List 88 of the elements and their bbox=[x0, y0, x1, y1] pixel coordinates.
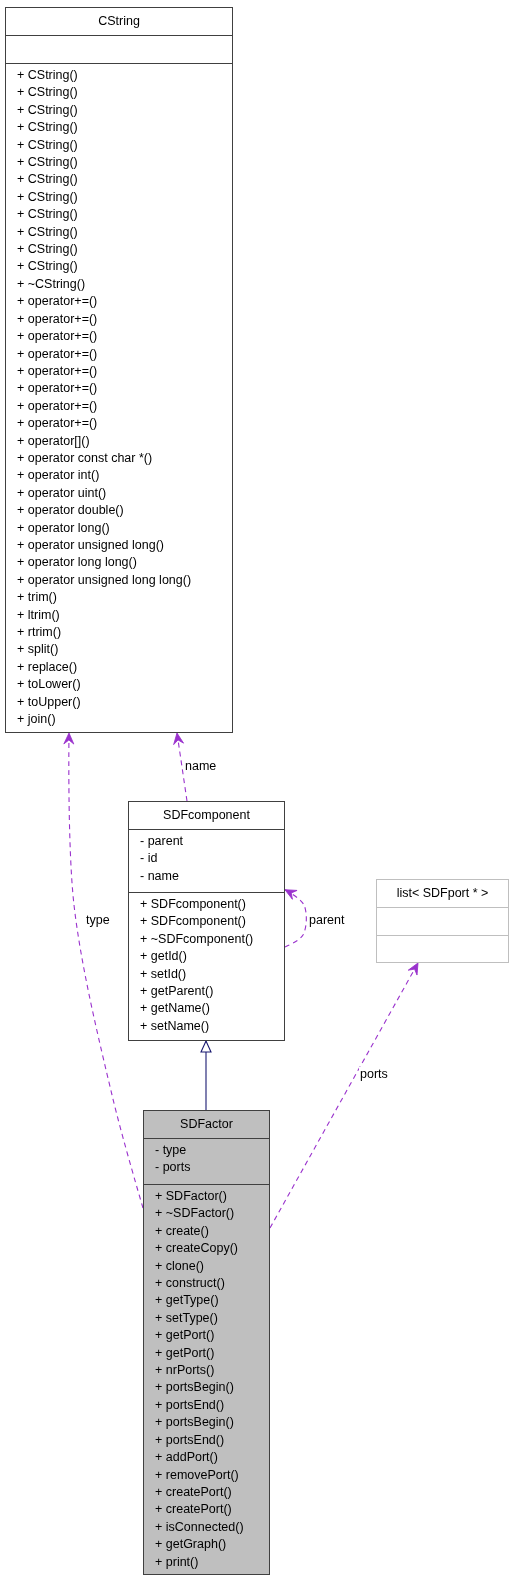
class-member: + getPort() bbox=[155, 1327, 216, 1345]
class-box bbox=[143, 1110, 270, 1575]
class-member: + operator[]() bbox=[17, 432, 91, 450]
class-member: + getId() bbox=[140, 948, 188, 966]
class-member: + portsEnd() bbox=[155, 1396, 226, 1414]
class-member: - parent bbox=[140, 833, 185, 850]
class-member: + CString() bbox=[17, 67, 79, 84]
class-member: + operator int() bbox=[17, 467, 101, 485]
class-member: + portsBegin() bbox=[155, 1414, 235, 1432]
class-member: + nrPorts() bbox=[155, 1362, 216, 1380]
class-member: + createPort() bbox=[155, 1483, 233, 1501]
class-member: + create() bbox=[155, 1222, 210, 1240]
class-member: + ltrim() bbox=[17, 606, 61, 624]
class-name: CString bbox=[97, 13, 141, 30]
class-member: + SDFactor() bbox=[155, 1188, 228, 1205]
class-member: + portsBegin() bbox=[155, 1379, 235, 1397]
class-member: - id bbox=[140, 850, 159, 868]
class-member: + toLower() bbox=[17, 676, 82, 694]
class-member: + CString() bbox=[17, 241, 79, 259]
class-member: + ~SDFactor() bbox=[155, 1205, 236, 1223]
class-member: + setName() bbox=[140, 1017, 211, 1035]
class-member: + construct() bbox=[155, 1275, 226, 1293]
class-member: - type bbox=[155, 1142, 188, 1159]
dependency-arrow bbox=[284, 889, 307, 948]
class-name: list< SDFport * > bbox=[395, 885, 490, 902]
class-member: + operator unsigned long long() bbox=[17, 571, 193, 589]
class-member: + createCopy() bbox=[155, 1240, 240, 1258]
dependency-arrow bbox=[269, 962, 419, 1229]
edge-label: ports bbox=[359, 1067, 389, 1082]
inheritance-arrow bbox=[200, 1040, 212, 1111]
class-member: - ports bbox=[155, 1159, 192, 1177]
class-member: + createPort() bbox=[155, 1501, 233, 1519]
class-box bbox=[128, 801, 285, 1041]
edge-label: type bbox=[85, 913, 111, 928]
class-member: + operator+=() bbox=[17, 293, 99, 311]
class-member: + operator const char *() bbox=[17, 449, 154, 467]
class-member: + CString() bbox=[17, 101, 79, 119]
class-member: + removePort() bbox=[155, 1466, 240, 1484]
class-member: + operator+=() bbox=[17, 362, 99, 380]
class-member: + CString() bbox=[17, 223, 79, 241]
class-member: + operator uint() bbox=[17, 484, 108, 502]
class-member: + operator+=() bbox=[17, 345, 99, 363]
class-member: + setId() bbox=[140, 965, 188, 983]
class-member: + split() bbox=[17, 641, 60, 659]
class-member: + toUpper() bbox=[17, 693, 82, 711]
class-name: SDFcomponent bbox=[162, 807, 251, 824]
dependency-arrow bbox=[173, 732, 188, 802]
class-member: + operator long() bbox=[17, 519, 111, 537]
edge-label: parent bbox=[308, 913, 346, 928]
class-member: + SDFcomponent() bbox=[140, 913, 247, 931]
class-member: + operator unsigned long() bbox=[17, 536, 165, 554]
class-member: + setType() bbox=[155, 1309, 219, 1327]
class-member: + CString() bbox=[17, 171, 79, 189]
class-member: + getType() bbox=[155, 1292, 220, 1310]
class-member: + SDFcomponent() bbox=[140, 896, 247, 913]
class-member: + CString() bbox=[17, 258, 79, 276]
class-box bbox=[376, 879, 509, 963]
class-member: - name bbox=[140, 867, 180, 885]
class-member: + replace() bbox=[17, 658, 79, 676]
class-member: + ~CString() bbox=[17, 275, 87, 293]
class-member: + getParent() bbox=[140, 983, 215, 1001]
dependency-arrow bbox=[63, 732, 144, 1209]
class-member: + join() bbox=[17, 711, 57, 729]
class-member: + getName() bbox=[140, 1000, 211, 1018]
class-member: + portsEnd() bbox=[155, 1431, 226, 1449]
class-member: + CString() bbox=[17, 206, 79, 224]
class-member: + print() bbox=[155, 1553, 200, 1571]
class-member: + getGraph() bbox=[155, 1536, 228, 1554]
class-member: + operator+=() bbox=[17, 415, 99, 433]
class-member: + isConnected() bbox=[155, 1518, 245, 1536]
class-member: + operator long long() bbox=[17, 554, 138, 572]
class-name: SDFactor bbox=[179, 1116, 234, 1133]
class-member: + addPort() bbox=[155, 1449, 219, 1467]
class-member: + operator double() bbox=[17, 502, 125, 520]
class-member: + clone() bbox=[155, 1257, 205, 1275]
class-member: + CString() bbox=[17, 119, 79, 137]
class-member: + getPort() bbox=[155, 1344, 216, 1362]
class-member: + operator+=() bbox=[17, 397, 99, 415]
class-member: + trim() bbox=[17, 589, 58, 607]
class-member: + CString() bbox=[17, 84, 79, 102]
class-member: + rtrim() bbox=[17, 624, 63, 641]
class-member: + ~SDFcomponent() bbox=[140, 930, 255, 948]
class-member: + operator+=() bbox=[17, 380, 99, 398]
class-member: + CString() bbox=[17, 154, 79, 172]
class-member: + CString() bbox=[17, 188, 79, 206]
class-member: + operator+=() bbox=[17, 328, 99, 346]
class-member: + CString() bbox=[17, 136, 79, 154]
class-member: + operator+=() bbox=[17, 310, 99, 328]
